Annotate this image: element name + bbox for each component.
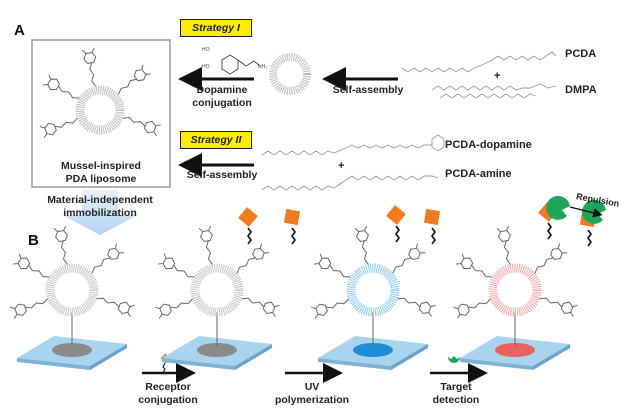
step3-line2: detection — [432, 394, 480, 406]
catechol-ligand — [241, 297, 280, 317]
stage-immobilized — [10, 225, 135, 370]
catechol-ligand — [155, 298, 193, 319]
immobilization-arrow — [62, 190, 138, 235]
catechol-ligand — [534, 243, 568, 274]
dopamine-nh2: NH₂ — [258, 64, 268, 70]
catechol-ligand — [158, 253, 195, 278]
self-assembly-label-1: Self-assembly — [332, 84, 404, 96]
catechol-ligand — [39, 117, 78, 139]
catechol-ligand — [198, 225, 213, 265]
dopamine-step-line2: conjugation — [192, 97, 252, 109]
result-box-label: Mussel-inspired PDA liposome — [32, 160, 170, 186]
catechol-ligand — [311, 298, 349, 319]
pcda-structure — [401, 51, 557, 73]
dmpa-structure — [431, 83, 557, 99]
stage-detected — [453, 195, 606, 370]
bilayer-ring — [190, 263, 244, 317]
catechol-ligand — [96, 297, 135, 317]
pcda-label: PCDA — [565, 48, 597, 60]
strategy-1-badge: Strategy I — [180, 19, 252, 37]
immobilization-label: Material-independent immobilization — [30, 194, 170, 220]
stage-polymerized — [311, 205, 441, 370]
catechol-ligand — [453, 298, 491, 319]
pcda-dopamine-label: PCDA-dopamine — [445, 139, 532, 151]
bilayer-ring — [75, 85, 125, 135]
self-assembly-label-2: Self-assembly — [186, 169, 258, 181]
catechol-ligand — [236, 243, 270, 274]
plain-liposome — [269, 53, 311, 95]
step-receptor-conjugation: Receptor conjugation — [128, 381, 208, 407]
pcda-amine-structure — [261, 175, 439, 191]
catechol-ligand — [10, 298, 48, 319]
sensing-spot — [197, 343, 237, 357]
receptor — [238, 207, 258, 227]
plus-sign-2: + — [338, 160, 345, 172]
catechol-ligand — [13, 253, 50, 278]
panel-b-label: B — [28, 232, 39, 249]
bilayer-ring — [346, 263, 400, 317]
target-icon — [448, 356, 460, 363]
catechol-ligand — [392, 243, 426, 274]
bilayer-ring — [45, 263, 99, 317]
catechol-ligand — [539, 297, 578, 317]
bilayer-ring — [488, 263, 542, 317]
transition-line2: immobilization — [63, 207, 137, 219]
step1-line1: Receptor — [145, 381, 191, 393]
step1-line2: conjugation — [138, 394, 198, 406]
result-line2: PDA liposome — [65, 173, 137, 185]
catechol-ligand — [81, 47, 97, 87]
catechol-ligand — [122, 116, 161, 137]
catechol-ligand — [456, 253, 493, 278]
liposome-panel-a — [39, 47, 161, 139]
strategy-2-badge: Strategy II — [180, 131, 252, 149]
receptor — [386, 205, 406, 225]
pcda-amine-label: PCDA-amine — [445, 168, 512, 180]
catechol-ligand — [117, 64, 151, 95]
liposome-result-box — [31, 39, 171, 188]
result-line1: Mussel-inspired — [61, 160, 141, 172]
sensing-spot — [353, 343, 393, 357]
sensing-spot — [495, 343, 535, 357]
catechol-ligand — [91, 243, 125, 274]
step3-line1: Target — [440, 381, 472, 393]
step2-line1: UV — [304, 381, 320, 393]
dopamine-ho-2: HO — [202, 64, 210, 70]
catechol-ligand — [496, 225, 511, 265]
dopamine-ho-1: HO — [202, 47, 210, 53]
dmpa-label: DMPA — [565, 84, 597, 96]
pcda-dopamine-structure — [261, 134, 445, 156]
catechol-ligand — [354, 225, 369, 265]
panel-a-label: A — [14, 22, 25, 39]
dopamine-structure — [221, 54, 261, 75]
dopamine-step-line1: Dopamine — [196, 84, 248, 96]
catechol-ligand — [53, 225, 68, 265]
catechol-ligand — [314, 253, 351, 278]
step2-line2: polymerization — [274, 394, 350, 406]
transition-line1: Material-independent — [47, 194, 153, 206]
catechol-ligand — [397, 297, 436, 317]
receptor — [283, 208, 301, 226]
dopamine-conjugation-label: Dopamine conjugation — [182, 84, 262, 110]
target — [546, 195, 570, 220]
receptor — [423, 208, 441, 226]
step-uv-polymerization: UV polymerization — [270, 381, 354, 407]
catechol-ligand — [42, 74, 80, 99]
repulsion-arrow — [569, 206, 603, 218]
sensing-spot — [52, 343, 92, 357]
step-target-detection: Target detection — [416, 381, 496, 407]
stage-receptor — [155, 207, 301, 370]
plus-sign-1: + — [494, 70, 501, 82]
